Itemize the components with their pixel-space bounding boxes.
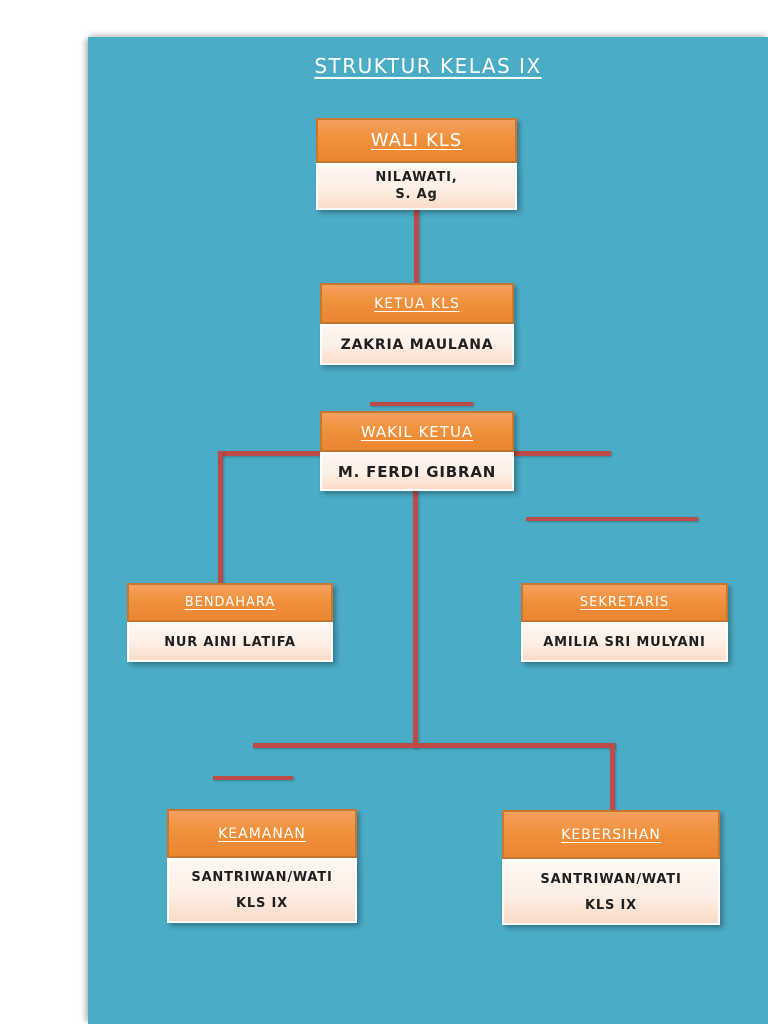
connector-wali-to-ketua	[414, 210, 419, 284]
org-node-body: SANTRIWAN/WATI KLS IX	[502, 859, 720, 925]
connector-above-wakil	[370, 402, 473, 406]
connector-stray-right	[526, 517, 698, 521]
org-node-sekretaris: SEKRETARIS AMILIA SRI MULYANI	[521, 583, 728, 662]
org-node-member-line: KLS IX	[585, 897, 637, 913]
connector-down-bendahara	[218, 451, 223, 583]
org-node-title: WALI KLS	[370, 130, 463, 151]
org-node-member-line: AMILIA SRI MULYANI	[543, 634, 706, 650]
org-node-keamanan: KEAMANAN SANTRIWAN/WATI KLS IX	[167, 809, 357, 923]
org-node-header: KETUA KLS	[320, 283, 514, 324]
org-node-body: M. FERDI GIBRAN	[320, 452, 514, 491]
org-node-body: NUR AINI LATIFA	[127, 622, 333, 662]
org-node-title: KETUA KLS	[374, 295, 460, 312]
org-node-member-line: ZAKRIA MAULANA	[340, 336, 494, 353]
org-node-title: WAKIL KETUA	[360, 422, 474, 441]
connector-bottom-row	[253, 743, 615, 748]
org-node-member-line: SANTRIWAN/WATI	[540, 871, 682, 887]
org-node-ketua-kls: KETUA KLS ZAKRIA MAULANA	[320, 283, 514, 365]
org-node-body: SANTRIWAN/WATI KLS IX	[167, 858, 357, 923]
org-node-title: KEBERSIHAN	[561, 826, 661, 843]
org-node-title: KEAMANAN	[218, 825, 306, 842]
org-node-title: SEKRETARIS	[579, 595, 670, 610]
org-node-wali-kls: WALI KLS NILAWATI, S. Ag	[316, 118, 517, 210]
org-node-body: AMILIA SRI MULYANI	[521, 622, 728, 662]
org-node-member-line: SANTRIWAN/WATI	[191, 870, 333, 885]
org-node-wakil-ketua: WAKIL KETUA M. FERDI GIBRAN	[320, 411, 514, 491]
org-node-member-line: NILAWATI,	[375, 170, 458, 186]
org-node-member-line: S. Ag	[395, 186, 438, 202]
connector-down-kebersihan	[610, 743, 615, 811]
org-node-bendahara: BENDAHARA NUR AINI LATIFA	[127, 583, 333, 662]
connector-wakil-down	[413, 490, 418, 748]
org-node-header: WAKIL KETUA	[320, 411, 514, 452]
connector-stray-left	[213, 776, 293, 780]
org-node-body: NILAWATI, S. Ag	[316, 163, 517, 210]
org-node-header: WALI KLS	[316, 118, 517, 163]
org-node-header: KEAMANAN	[167, 809, 357, 858]
org-node-member-line: NUR AINI LATIFA	[164, 634, 296, 650]
page-title: STRUKTUR KELAS IX	[314, 54, 542, 78]
org-node-member-line: KLS IX	[236, 896, 288, 911]
org-node-title: BENDAHARA	[184, 595, 276, 610]
org-node-header: SEKRETARIS	[521, 583, 728, 622]
org-node-kebersihan: KEBERSIHAN SANTRIWAN/WATI KLS IX	[502, 810, 720, 925]
org-node-header: KEBERSIHAN	[502, 810, 720, 859]
org-node-header: BENDAHARA	[127, 583, 333, 622]
org-node-member-line: M. FERDI GIBRAN	[337, 462, 497, 481]
org-node-body: ZAKRIA MAULANA	[320, 324, 514, 365]
